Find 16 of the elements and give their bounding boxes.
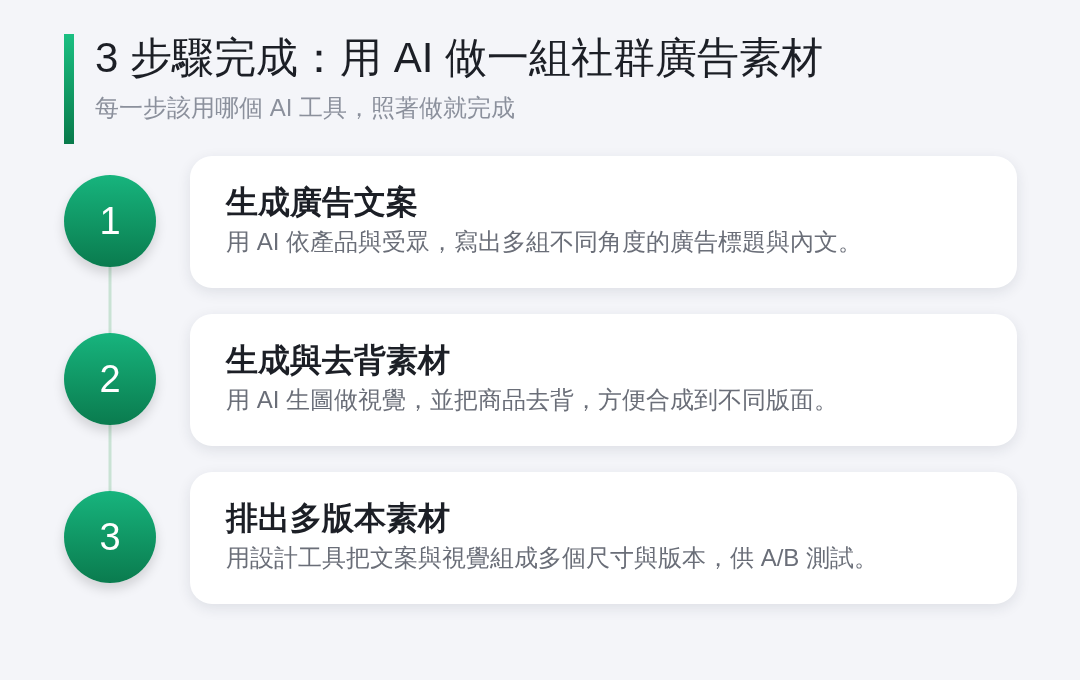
step-number-circle: 1: [64, 175, 156, 267]
step-heading: 排出多版本素材: [226, 499, 450, 538]
step-description: 用 AI 生圖做視覺，並把商品去背，方便合成到不同版面。: [226, 385, 838, 415]
step-number-circle: 3: [64, 491, 156, 583]
step-heading: 生成廣告文案: [226, 183, 418, 222]
step-description: 用 AI 依產品與受眾，寫出多組不同角度的廣告標題與內文。: [226, 227, 862, 257]
step-number-circle: 2: [64, 333, 156, 425]
step-description: 用設計工具把文案與視覺組成多個尺寸與版本，供 A/B 測試。: [226, 543, 879, 573]
subtitle: 每一步該用哪個 AI 工具，照著做就完成: [95, 93, 515, 123]
step-card: [190, 156, 1017, 288]
title: 3 步驟完成：用 AI 做一組社群廣告素材: [95, 33, 824, 83]
step-heading: 生成與去背素材: [226, 341, 450, 380]
connector-line: [108, 267, 112, 333]
connector-line: [108, 425, 112, 491]
step-card: [190, 472, 1017, 604]
step-card: [190, 314, 1017, 446]
